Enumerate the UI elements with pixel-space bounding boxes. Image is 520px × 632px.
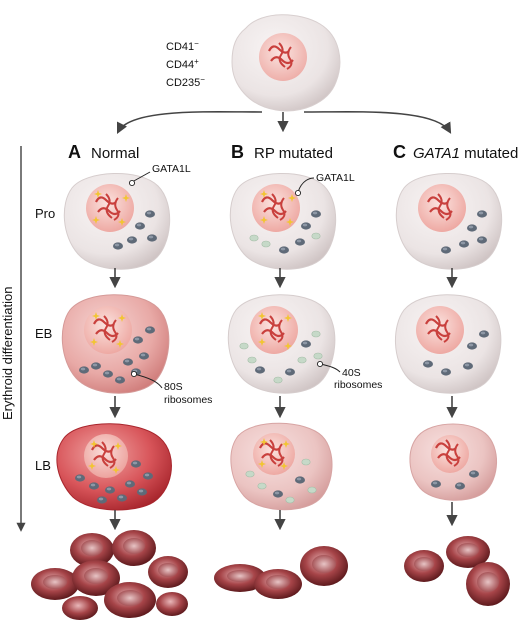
stage-label-pro: Pro [35, 206, 55, 221]
annotations: GATA1L GATA1L 80S ribosomes 40S ribosome… [128, 163, 382, 406]
annotation-40s-ribosomes: 40S ribosomes [316, 360, 382, 391]
annotation-gata1l-a: GATA1L [128, 163, 191, 187]
svg-text:GATA1L: GATA1L [316, 172, 355, 184]
svg-text:ribosomes: ribosomes [334, 379, 382, 391]
cell-b-pro [229, 172, 337, 270]
branch-arrows [116, 110, 452, 135]
stage-label-lb: LB [35, 458, 51, 473]
progenitor-cell [231, 14, 341, 112]
annotation-gata1l-b: GATA1L [294, 172, 355, 197]
column-c-letter: C [393, 142, 406, 162]
rbc-cluster-b [214, 546, 348, 599]
column-a-label: Normal [91, 145, 139, 162]
marker-cd44: CD44+ [166, 57, 199, 71]
column-b-letter: B [231, 142, 244, 162]
rbc-cluster-c [404, 536, 510, 606]
differentiation-axis: Erythroid differentiation [0, 146, 26, 532]
marker-cd235: CD235− [166, 75, 205, 89]
svg-text:40S: 40S [342, 367, 361, 379]
cell-c-lb [409, 423, 498, 501]
cell-b-lb [230, 422, 333, 511]
arrow-to-c [303, 110, 452, 134]
cell-b-eb [227, 294, 336, 394]
column-c [394, 172, 510, 606]
stage-labels: Pro EB LB [35, 206, 55, 473]
svg-text:GATA1L: GATA1L [152, 163, 191, 175]
column-a [31, 172, 188, 620]
annotation-80s-ribosomes: 80S ribosomes [130, 370, 212, 406]
arrow-to-a [116, 110, 263, 135]
axis-label: Erythroid differentiation [0, 287, 15, 420]
svg-text:ribosomes: ribosomes [164, 394, 212, 406]
cell-a-pro [63, 172, 171, 270]
column-b [214, 172, 348, 599]
column-b-label: RP mutated [254, 145, 333, 162]
cell-a-eb [61, 294, 170, 394]
cell-c-pro [395, 172, 503, 270]
cell-c-eb [394, 294, 502, 394]
marker-cd41: CD41− [166, 39, 199, 53]
column-c-label: GATA1 mutated [413, 145, 518, 162]
cell-a-lb [56, 423, 172, 511]
column-headers: A Normal B RP mutated C GATA1 mutated [68, 142, 518, 162]
svg-text:80S: 80S [164, 381, 183, 393]
rbc-cluster-a [31, 530, 188, 620]
column-a-letter: A [68, 142, 81, 162]
stage-label-eb: EB [35, 326, 52, 341]
progenitor-markers: CD41− CD44+ CD235− [166, 39, 205, 89]
